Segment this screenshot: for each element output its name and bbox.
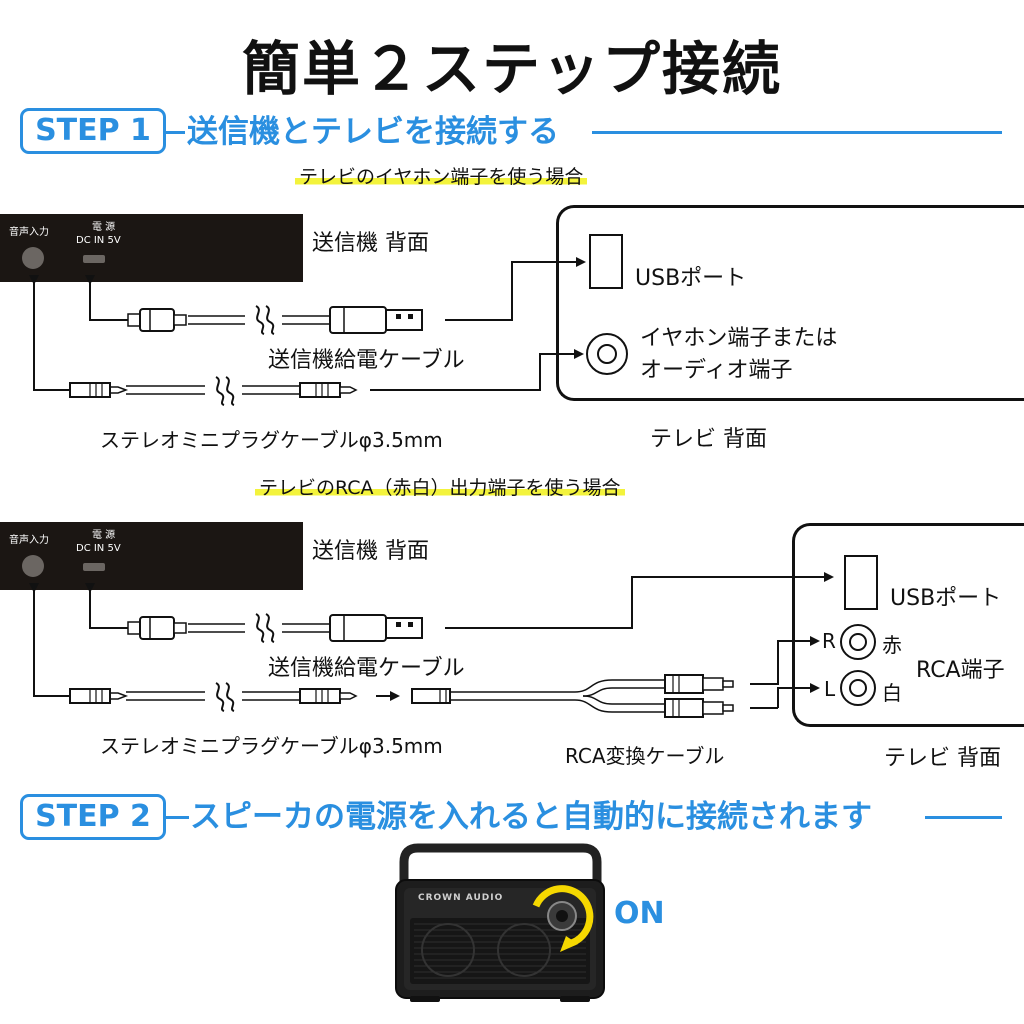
case1-heading: テレビのイヤホン端子を使う場合 — [295, 164, 588, 190]
case1-port-power-label: 電 源 — [92, 222, 116, 233]
case2-power-cable-label: 送信機給電ケーブル — [268, 656, 465, 681]
speaker-illustration — [395, 843, 605, 1002]
case1-earphone-jack — [586, 333, 628, 375]
case2-usb-port — [844, 555, 878, 610]
case2-rca-cable — [411, 636, 820, 718]
case2-tv-panel — [792, 523, 1024, 727]
case2-rca-r-jack — [840, 624, 876, 660]
case2-port-audio-label: 音声入力 — [9, 535, 49, 546]
case1-power-cable-label: 送信機給電ケーブル — [268, 348, 465, 373]
case1-tv-back-label: テレビ 背面 — [650, 427, 767, 452]
case2-rca-white-label: 白 — [882, 681, 902, 705]
case2-tv-back-label: テレビ 背面 — [884, 746, 1001, 771]
case1-usb-port-label: USBポート — [635, 266, 747, 291]
step2-badge: STEP 2 — [20, 794, 166, 840]
step1-badge: STEP 1 — [20, 108, 166, 154]
case1-earphone-label-1: イヤホン端子または — [640, 326, 838, 351]
case2-rca-port-label: RCA端子 — [916, 658, 1005, 683]
case1-stereo-cable-label: ステレオミニプラグケーブルφ3.5mm — [100, 428, 443, 452]
case2-audio-jack — [22, 555, 44, 577]
case1-power-cable — [85, 257, 586, 335]
case2-usb-port-label: USBポート — [890, 586, 1002, 611]
case2-rca-cable-label: RCA変換ケーブル — [565, 744, 725, 768]
case1-port-dc-label: DC IN 5V — [76, 235, 121, 246]
case2-transmitter: 音声入力 電 源 DC IN 5V — [0, 522, 303, 590]
speaker-brand: CROWN AUDIO — [418, 893, 504, 903]
case1-earphone-label-2: オーディオ端子 — [640, 358, 793, 383]
step2-rule — [925, 816, 1002, 819]
case2-usb-micro-port — [83, 563, 105, 571]
case1-port-audio-label: 音声入力 — [9, 227, 49, 238]
case2-port-power-label: 電 源 — [92, 530, 116, 541]
step1-connector — [163, 131, 185, 134]
case2-heading: テレビのRCA（赤白）出力端子を使う場合 — [255, 475, 625, 501]
case2-rca-r-label: R — [822, 629, 836, 653]
step1-rule — [592, 131, 1002, 134]
case1-usb-port — [589, 234, 623, 289]
case1-usb-micro-port — [83, 255, 105, 263]
case2-stereo-cable — [29, 583, 400, 712]
case1-tv-panel — [556, 205, 1024, 401]
speaker-on-label: ON — [614, 896, 665, 931]
case2-rca-red-label: 赤 — [882, 633, 902, 657]
case1-transmitter: 音声入力 電 源 DC IN 5V — [0, 214, 303, 282]
case2-stereo-cable-label: ステレオミニプラグケーブルφ3.5mm — [100, 734, 443, 758]
step2-text: スピーカの電源を入れると自動的に接続されます — [190, 799, 872, 835]
case2-rca-l-jack — [840, 670, 876, 706]
case2-transmitter-label: 送信機 背面 — [312, 539, 429, 564]
case2-port-dc-label: DC IN 5V — [76, 543, 121, 554]
page-title: 簡単２ステップ接続 — [241, 35, 782, 103]
case1-audio-jack — [22, 247, 44, 269]
step2-connector — [163, 816, 189, 819]
case1-transmitter-label: 送信機 背面 — [312, 231, 429, 256]
case1-stereo-cable — [29, 275, 584, 406]
case2-power-cable — [85, 572, 834, 643]
case2-rca-l-label: L — [824, 677, 836, 701]
step1-text: 送信機とテレビを接続する — [187, 114, 559, 150]
